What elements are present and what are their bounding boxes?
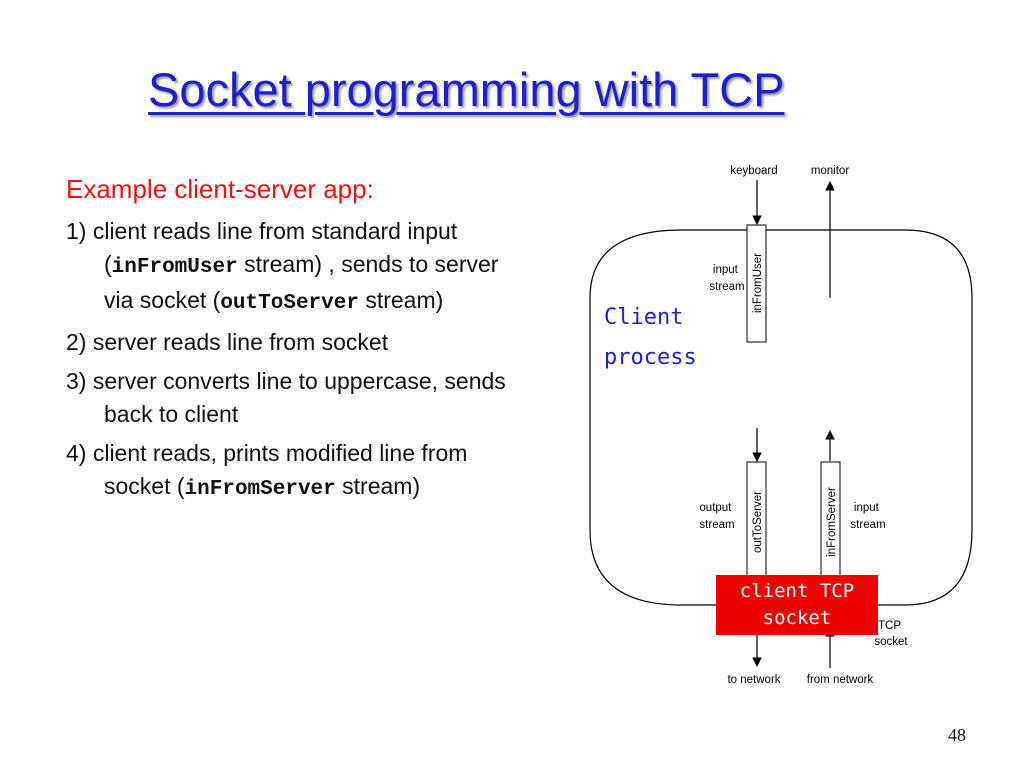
item-text: stream) <box>358 287 444 313</box>
code-in-from-user: inFromUser <box>111 256 238 279</box>
subheading: Example client-server app: <box>66 174 374 204</box>
input-stream-label-2: input stream <box>850 502 885 531</box>
item-text: 2) server reads line from socket <box>66 329 389 355</box>
in-from-user-bar <box>746 224 767 343</box>
page-number: 48 <box>948 725 966 745</box>
list-item: 4) client reads, prints modified line fr… <box>66 437 526 506</box>
socket-box-line: socket <box>762 607 832 629</box>
in-from-user-label: inFromUser <box>752 253 764 313</box>
monitor-label: monitor <box>811 165 850 177</box>
item-text: 4) client reads, prints modified line fr… <box>66 440 468 499</box>
input-stream-label: input stream <box>709 264 744 293</box>
from-network-label: from network <box>807 674 874 686</box>
client-process-boundary <box>589 229 973 606</box>
out-to-server-label: outToServer <box>752 491 764 553</box>
slide-title: Socket programming with TCP <box>148 63 785 116</box>
keyboard-label: keyboard <box>730 165 777 177</box>
client-tcp-socket-box: client TCP socket <box>716 575 878 635</box>
client-process-line: Client <box>604 305 684 330</box>
item-text: stream) , sends to server via socket ( <box>104 251 499 313</box>
code-out-to-server: outToServer <box>220 292 359 315</box>
to-network-label: to network <box>727 674 780 686</box>
in-from-server-label: inFromServer <box>826 487 838 557</box>
item-text: 3) server converts line to uppercase, se… <box>66 368 506 427</box>
tcp-socket-label: TCP socket <box>874 620 908 648</box>
client-process-label: Client process <box>604 298 697 378</box>
text-block: Example client-server app: 1) client rea… <box>66 174 526 512</box>
code-in-from-server: inFromServer <box>184 478 336 501</box>
list-item: 2) server reads line from socket <box>66 326 526 359</box>
item-text: stream) <box>335 473 421 499</box>
item-text: 1) client reads line from standard input… <box>66 218 458 277</box>
socket-box-line: client TCP <box>739 580 855 602</box>
output-stream-label: output stream <box>699 502 734 531</box>
list-item: 1) client reads line from standard input… <box>66 215 526 320</box>
client-process-line: process <box>604 345 697 370</box>
list-item: 3) server converts line to uppercase, se… <box>66 365 526 431</box>
